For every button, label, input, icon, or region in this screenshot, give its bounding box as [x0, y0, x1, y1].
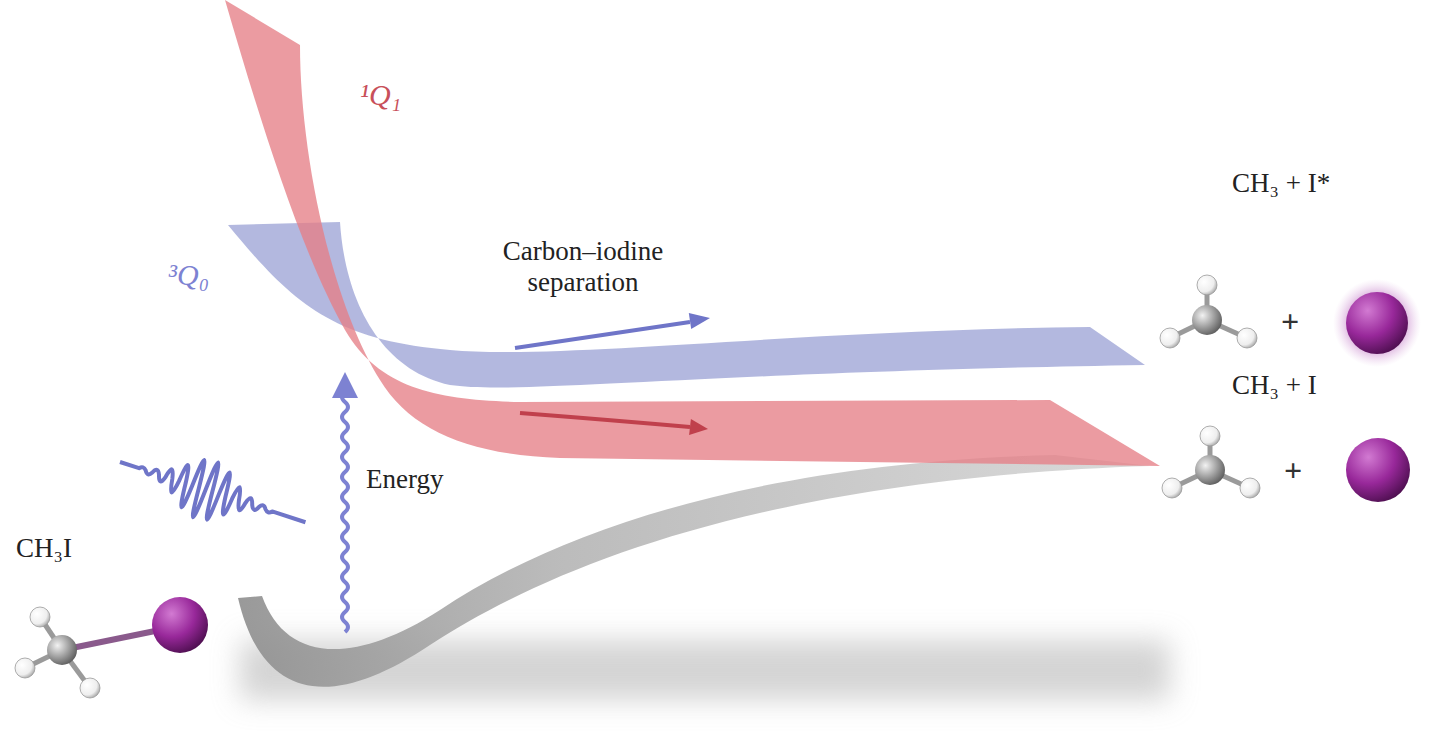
separation-arrow [520, 413, 690, 427]
product-label: CH₃ + I* [1232, 168, 1330, 199]
ground-products [1162, 426, 1410, 502]
triplet-surface [228, 222, 1145, 387]
arrow-head [689, 313, 710, 329]
singlet-surface [225, 0, 1160, 466]
laser-pulse [111, 433, 315, 550]
ground-state-surface [238, 455, 1150, 687]
arrow-head [689, 419, 708, 435]
axis-label: Energy [366, 464, 443, 495]
methyl-iodide-molecule [15, 597, 208, 698]
arrow-head [332, 372, 358, 398]
separation-arrow [515, 322, 690, 348]
plus-sign: + [1281, 303, 1299, 340]
molecule-label: CH₃I [16, 533, 72, 564]
product-label: CH₃ + I [1232, 370, 1317, 401]
state-label: ¹Q₁ [360, 78, 401, 113]
state-label: ³Q₀ [168, 258, 209, 293]
excited-products [1160, 275, 1421, 367]
energy-wave-arrow [342, 392, 348, 632]
plus-sign: + [1284, 452, 1302, 489]
axis-label: Carbon–iodine separation [468, 236, 698, 298]
